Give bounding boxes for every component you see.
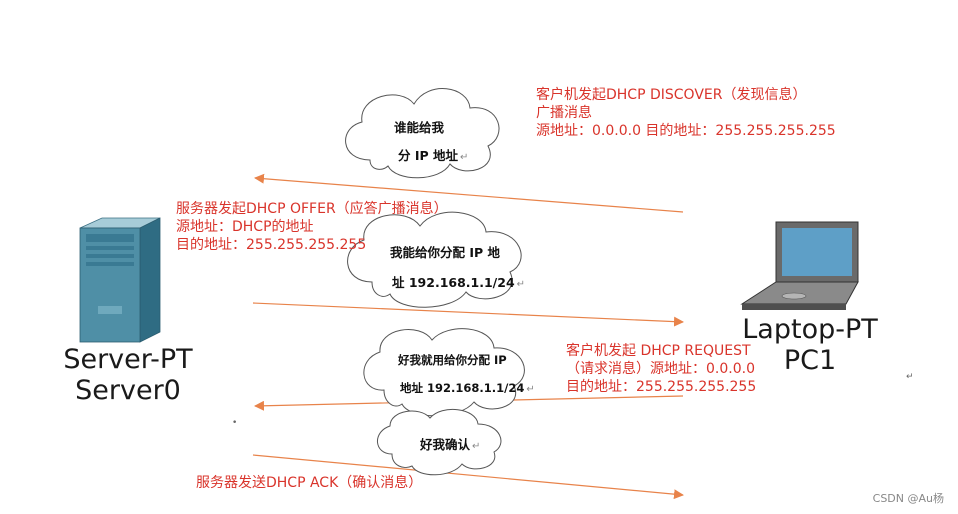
note-discover-line-3: 源地址：0.0.0.0 目的地址：255.255.255.255 — [536, 123, 836, 139]
arrow-offer — [252, 302, 684, 327]
note-discover-line-1: 客户机发起DHCP DISCOVER（发现信息） — [536, 87, 807, 103]
cloud-1-line-2-text: 分 IP 地址 — [398, 148, 459, 163]
cloud-1 — [345, 88, 500, 179]
return-mark-icon: ↵ — [906, 372, 914, 382]
cloud-3-line-2-text: 地址 192.168.1.1/24 — [400, 381, 525, 395]
arrow-discover — [254, 173, 684, 213]
cloud-2-line-2-text: 址 192.168.1.1/24 — [392, 275, 515, 290]
note-offer-line-3: 目的地址：255.255.255.255 — [176, 237, 367, 253]
note-request-line-3: 目的地址：255.255.255.255 — [566, 379, 757, 395]
note-request-line-1: 客户机发起 DHCP REQUEST — [566, 343, 751, 359]
note-discover: 客户机发起DHCP DISCOVER（发现信息） 广播消息 源地址：0.0.0.… — [536, 86, 836, 140]
return-mark-icon: ↵ — [460, 152, 469, 163]
note-ack-line-1: 服务器发送DHCP ACK（确认消息） — [196, 475, 423, 491]
server-label: Server-PT Server0 — [36, 344, 220, 406]
arrow-ack — [252, 454, 684, 500]
laptop-label-type: Laptop-PT — [742, 314, 878, 345]
note-discover-line-2: 广播消息 — [536, 105, 592, 121]
cloud-4 — [377, 408, 502, 476]
note-offer-line-2: 源地址：DHCP的地址 — [176, 219, 314, 235]
cloud-3-line-1: 好我就用给你分配 IP — [398, 353, 507, 367]
return-mark-icon: ↵ — [526, 384, 535, 395]
note-offer: 服务器发起DHCP OFFER（应答广播消息） 源地址：DHCP的地址 目的地址… — [176, 200, 448, 254]
cloud-1-line-1: 谁能给我 — [394, 120, 445, 135]
return-mark-icon: ↵ — [472, 441, 481, 452]
server-label-name: Server0 — [75, 375, 181, 406]
cloud-2 — [347, 211, 522, 308]
cloud-2-line-2: 址 192.168.1.1/24↵ — [392, 272, 525, 291]
cloud-2-line-1: 我能给你分配 IP 地 — [390, 245, 501, 260]
note-request-line-2: （请求消息）源地址：0.0.0.0 — [566, 361, 755, 377]
cloud-1-line-2: 分 IP 地址↵ — [398, 145, 468, 164]
laptop-icon — [740, 221, 859, 310]
cloud-4-line-1-text: 好我确认 — [420, 437, 471, 452]
note-offer-line-1: 服务器发起DHCP OFFER（应答广播消息） — [176, 201, 448, 217]
return-mark-icon: ↵ — [516, 279, 526, 290]
laptop-label: Laptop-PT PC1 — [722, 314, 898, 376]
watermark: CSDN @Au杨 — [872, 492, 944, 505]
laptop-label-name: PC1 — [783, 345, 837, 376]
note-ack: 服务器发送DHCP ACK（确认消息） — [196, 474, 422, 492]
note-request: 客户机发起 DHCP REQUEST （请求消息）源地址：0.0.0.0 目的地… — [566, 342, 756, 396]
dot-mark-icon: • — [232, 418, 238, 428]
server-icon — [79, 217, 161, 343]
server-label-type: Server-PT — [63, 344, 193, 375]
cloud-3-line-2: 地址 192.168.1.1/24↵ — [400, 380, 535, 396]
cloud-4-line-1: 好我确认↵ — [420, 434, 480, 453]
